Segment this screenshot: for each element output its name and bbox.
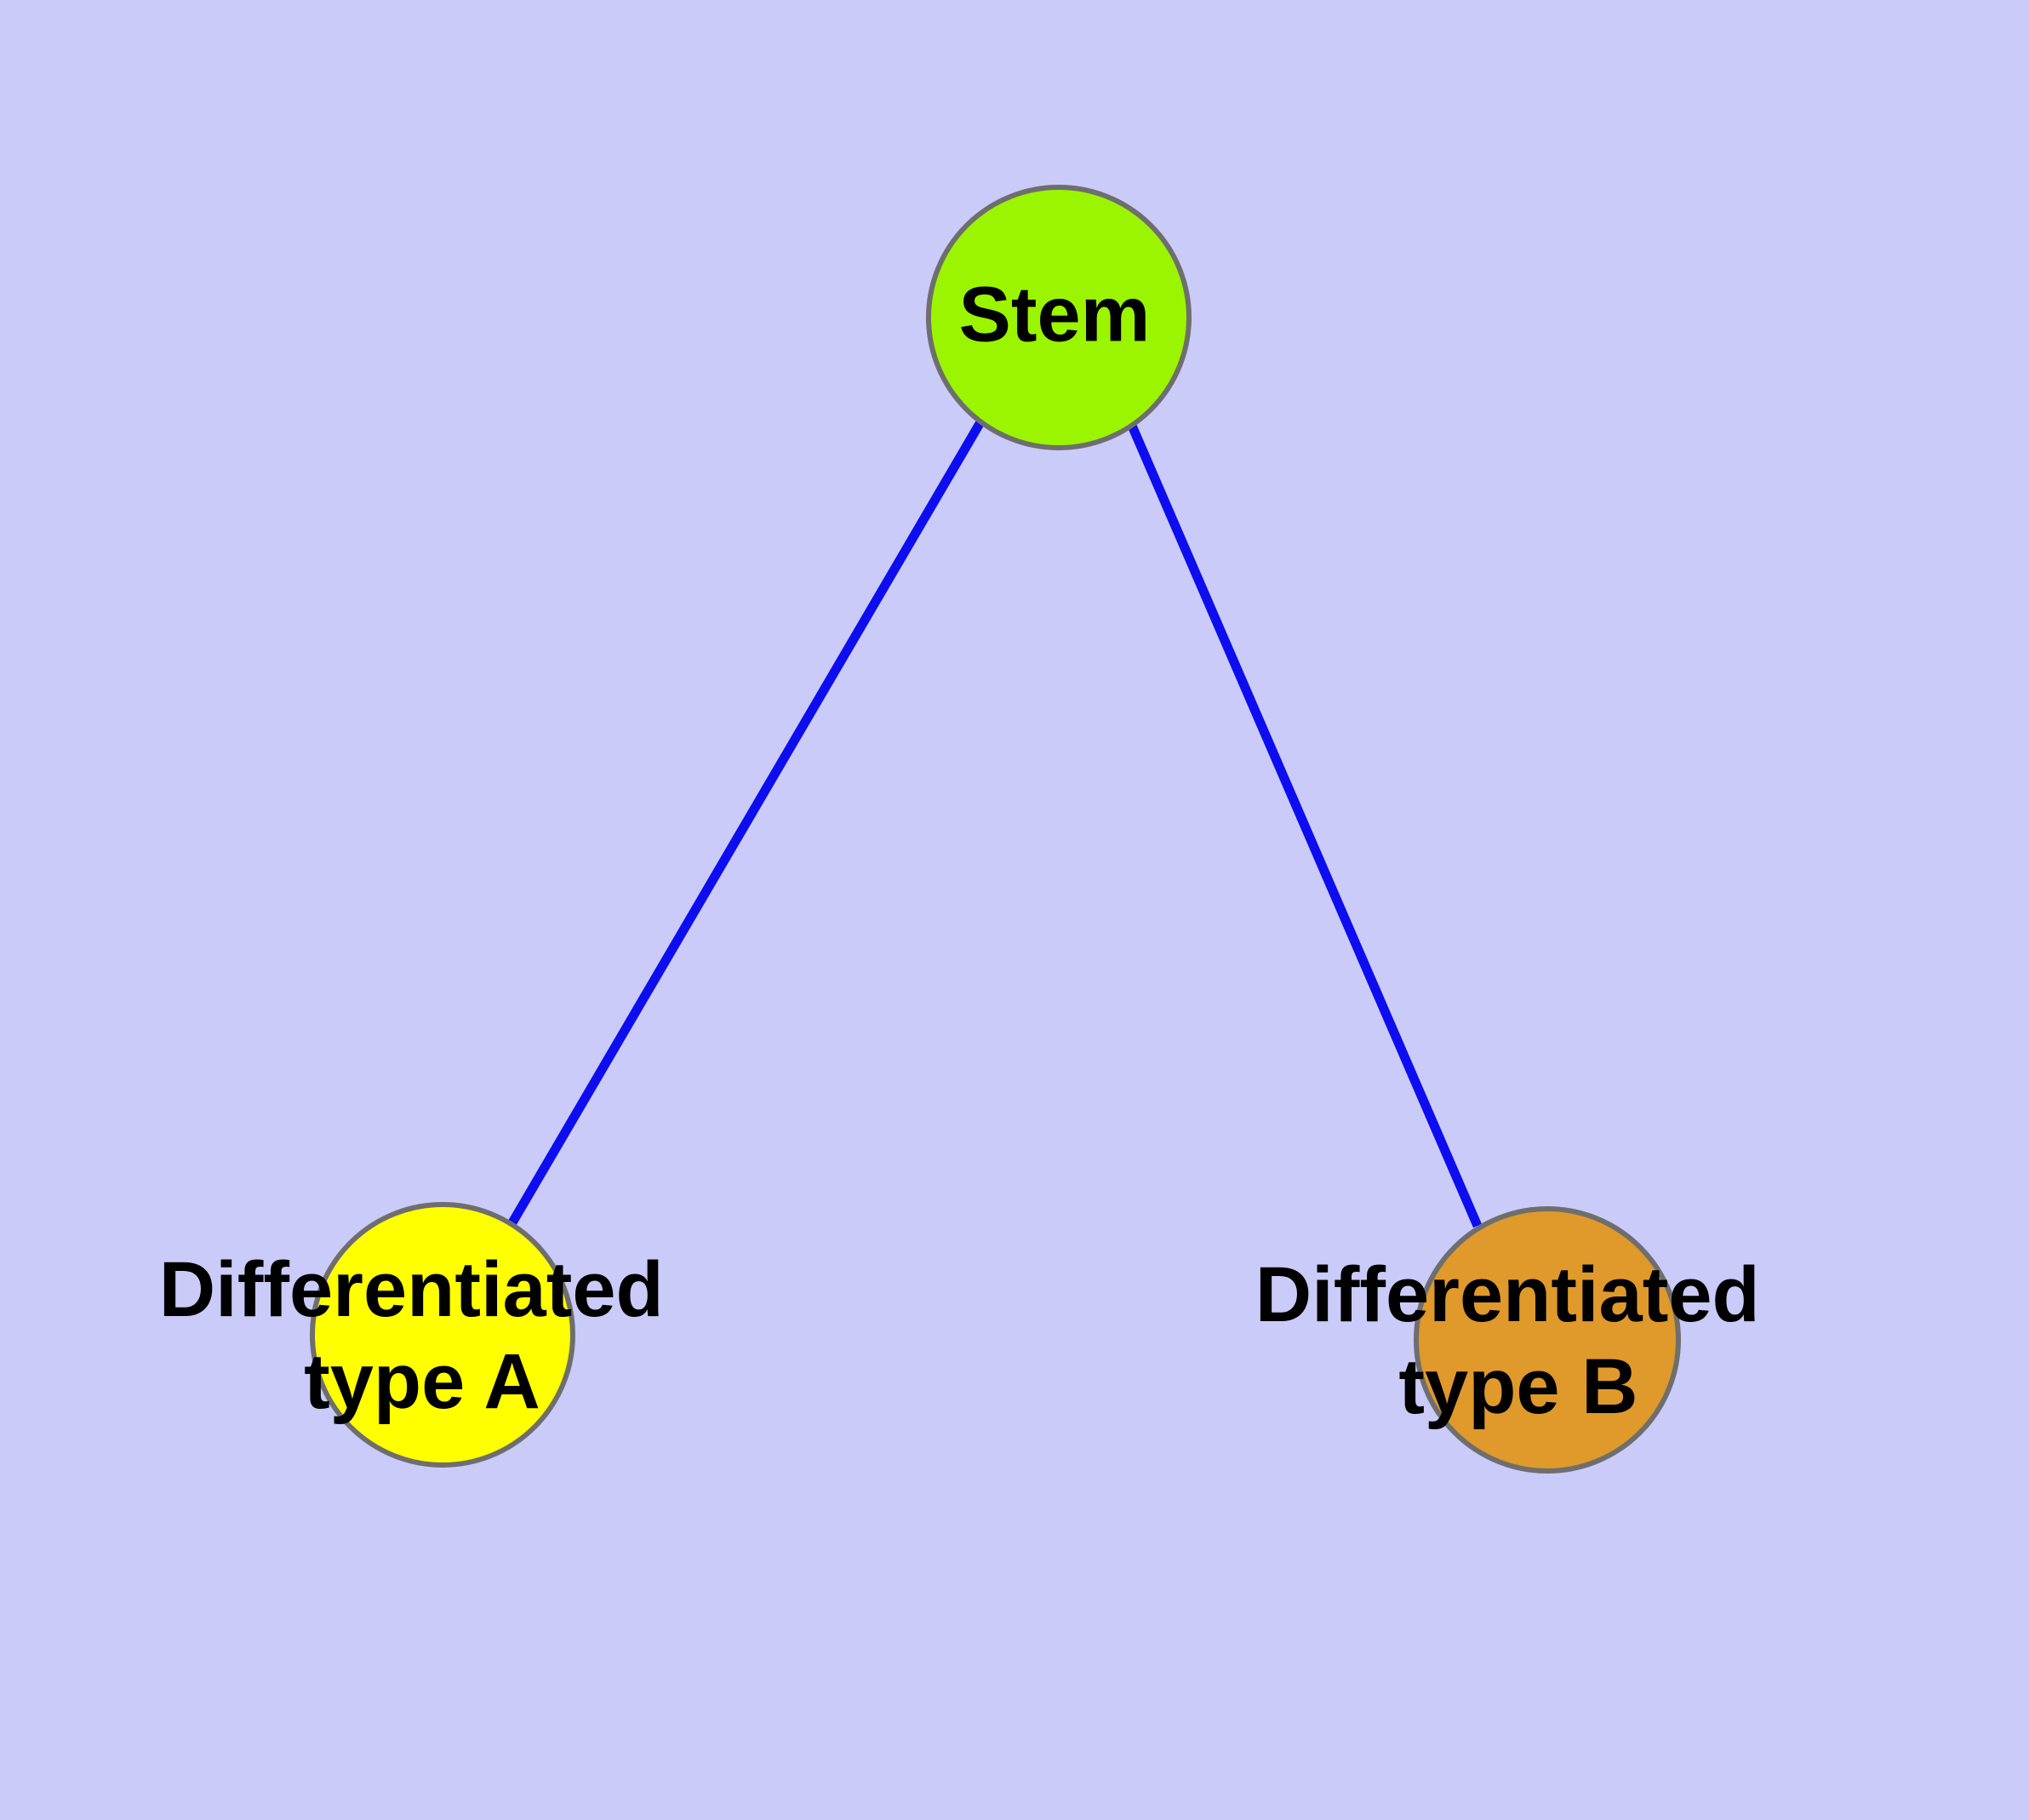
node-diff-b-label-line-2: type B: [1398, 1343, 1637, 1430]
node-stem[interactable]: [926, 185, 1192, 450]
node-stem-label: Stem: [959, 271, 1151, 358]
node-diff-b-label: Differentiated type B: [1255, 1251, 1782, 1430]
edge-stem-to-diff-b[interactable]: [1127, 423, 1483, 1228]
node-diff-a-circle[interactable]: [310, 1202, 575, 1468]
node-diff-a-label-line-1: Differentiated: [159, 1246, 664, 1333]
nodes-layer: [310, 185, 1681, 1474]
edges-layer: [507, 420, 1483, 1228]
node-stem-circle[interactable]: [926, 185, 1192, 450]
node-diff-b-circle[interactable]: [1414, 1206, 1681, 1474]
node-diff-a-label: Differentiated type A: [159, 1246, 686, 1425]
node-diff-a[interactable]: [310, 1202, 575, 1468]
node-diff-b[interactable]: [1414, 1206, 1681, 1474]
node-diff-a-label-line-2: type A: [304, 1338, 540, 1425]
labels-layer: Stem Differentiated type A Differentiate…: [159, 271, 1782, 1430]
node-diff-b-label-line-1: Differentiated: [1255, 1251, 1760, 1338]
edge-stem-to-diff-a[interactable]: [507, 420, 985, 1227]
